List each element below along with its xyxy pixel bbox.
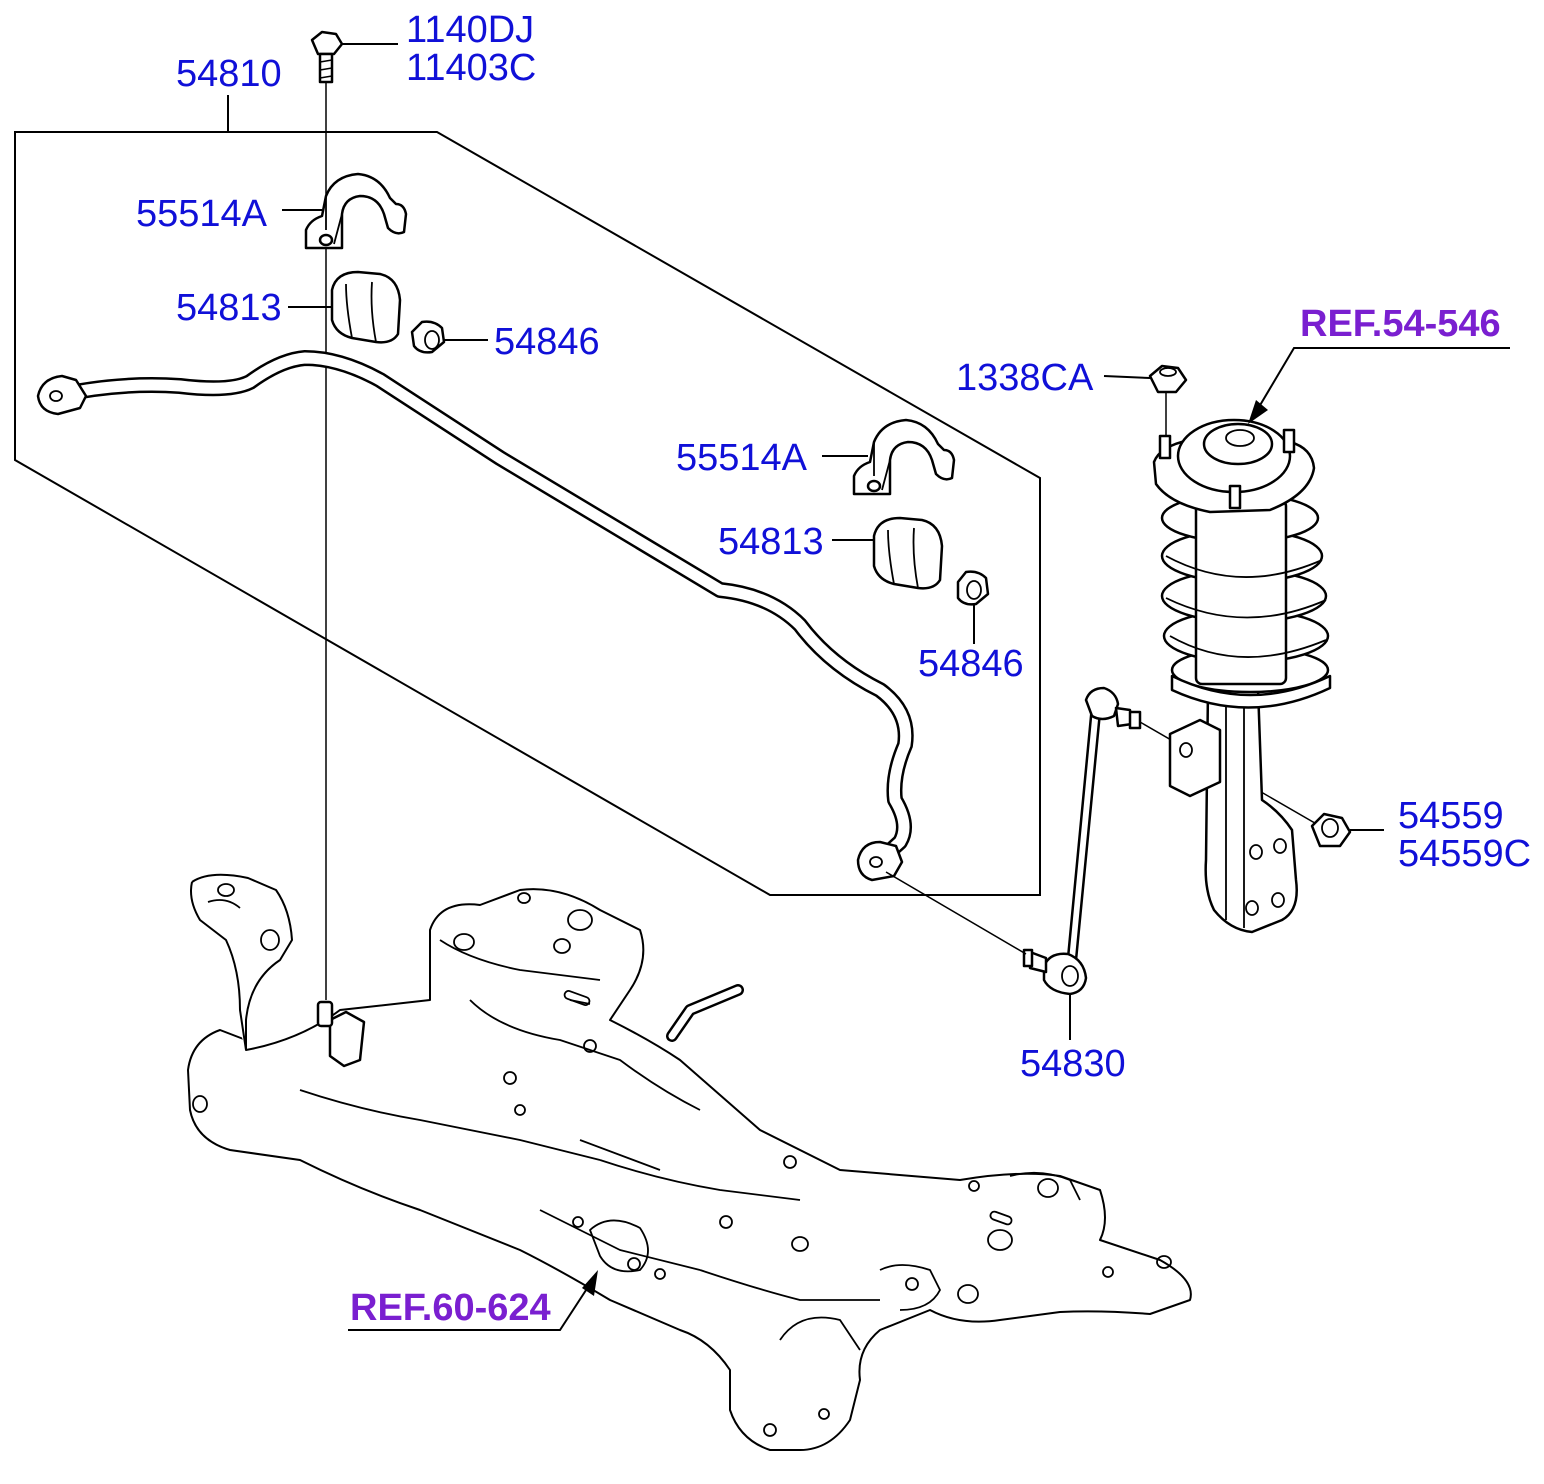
- strut-assembly: [1152, 418, 1332, 934]
- collar-lower-icon: [956, 570, 990, 606]
- link-lower-axis: [885, 871, 1027, 955]
- bushing-upper-icon: [330, 270, 402, 344]
- subframe: [187, 873, 1192, 1451]
- bushing-lower-icon: [872, 516, 944, 590]
- arrow-ref-60-624: [582, 1270, 598, 1296]
- label-ref-60-624: REF.60-624: [350, 1287, 551, 1329]
- label-55514a-lower: 55514A: [676, 437, 808, 479]
- stabilizer-link-icon: [1022, 686, 1142, 996]
- bracket-lower-icon: [852, 418, 956, 496]
- label-1140dj: 1140DJ: [406, 9, 534, 51]
- label-54846-lower: 54846: [918, 643, 1024, 685]
- assembly-callout-box: [14, 131, 1041, 896]
- label-55514a-upper: 55514A: [136, 193, 268, 235]
- label-11403c: 11403C: [406, 47, 536, 89]
- label-54559: 54559: [1398, 795, 1504, 837]
- bolt-icon: [310, 30, 344, 84]
- nut-top-icon: [1148, 364, 1188, 394]
- arrow-ref-54-546: [1248, 400, 1268, 424]
- label-ref-54-546: REF.54-546: [1300, 303, 1501, 345]
- label-54559c: 54559C: [1398, 833, 1531, 875]
- label-54813-lower: 54813: [718, 521, 824, 563]
- nut-link-icon: [1310, 812, 1352, 848]
- leader-ref-60-624: [348, 1283, 591, 1331]
- collar-upper-icon: [410, 320, 446, 354]
- stabilizer-bar: [36, 350, 914, 882]
- label-1338ca: 1338CA: [956, 357, 1094, 399]
- label-54830: 54830: [1020, 1043, 1126, 1085]
- label-54813-upper: 54813: [176, 287, 282, 329]
- leader-ref-54-546: [1255, 347, 1510, 413]
- label-54810: 54810: [176, 53, 282, 95]
- label-54846-upper: 54846: [494, 321, 600, 363]
- bracket-upper-icon: [304, 172, 408, 250]
- leader-1338ca: [1103, 375, 1151, 379]
